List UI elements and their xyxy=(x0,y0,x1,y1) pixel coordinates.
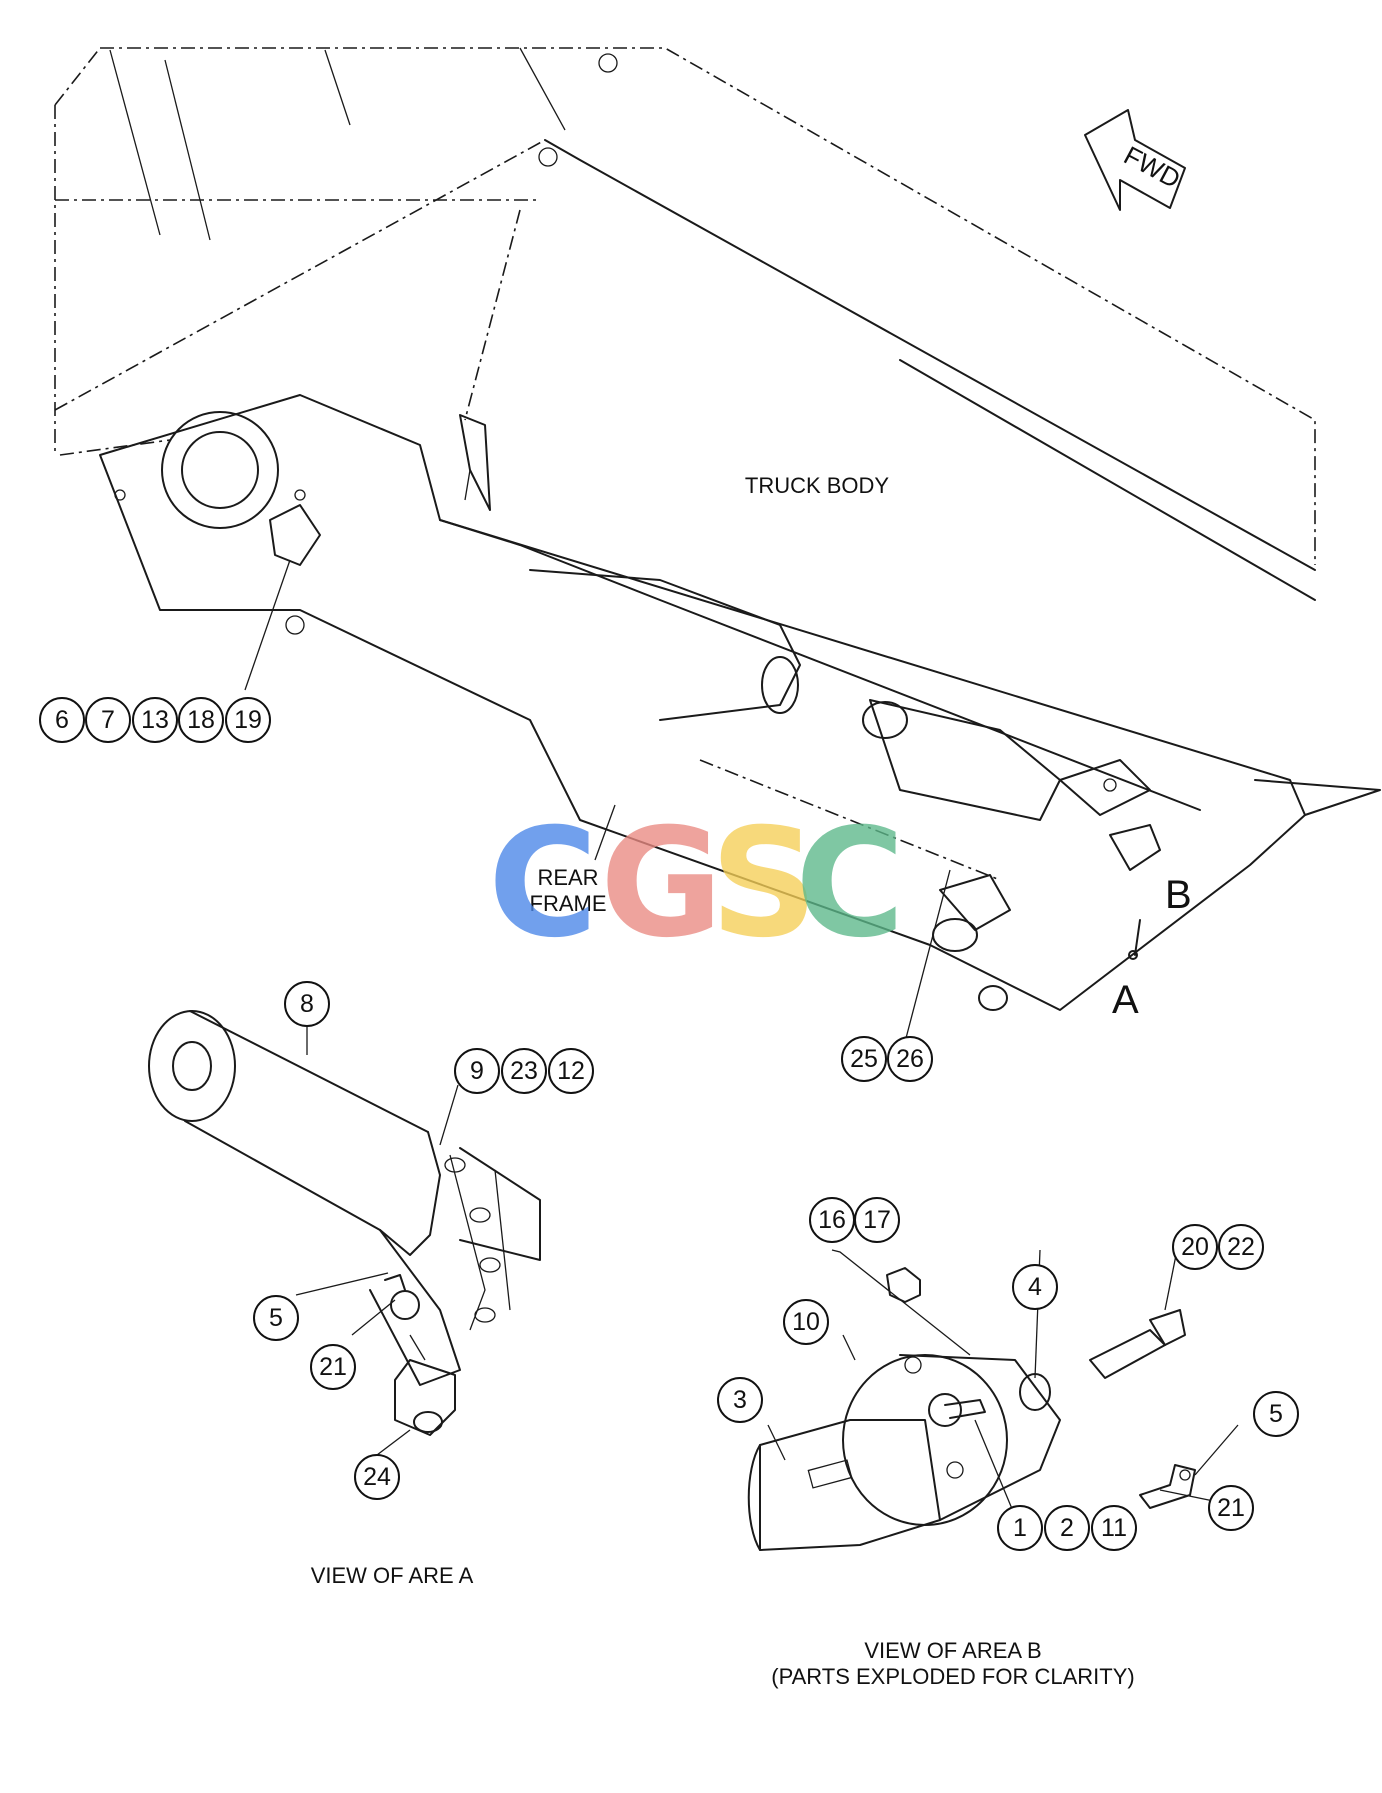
callout-7: 7 xyxy=(85,697,131,743)
svg-text:9: 9 xyxy=(470,1057,484,1085)
callout-9: 9 xyxy=(454,1048,500,1094)
watermark-letter: S xyxy=(710,797,818,971)
callout-23: 23 xyxy=(501,1048,547,1094)
svg-text:8: 8 xyxy=(300,990,314,1018)
area-a-label: A xyxy=(1112,978,1139,1022)
svg-text:11: 11 xyxy=(1101,1514,1127,1542)
watermark-letter: C xyxy=(795,797,905,971)
watermark-letter: C xyxy=(488,797,598,971)
callout-25: 25 xyxy=(841,1036,887,1082)
callout-5: 5 xyxy=(1253,1391,1299,1437)
callout-3: 3 xyxy=(717,1377,763,1423)
svg-text:22: 22 xyxy=(1227,1233,1255,1261)
callout-19: 19 xyxy=(225,697,271,743)
view-b-caption: VIEW OF AREA B xyxy=(864,1638,1041,1663)
callout-13: 13 xyxy=(132,697,178,743)
svg-text:1: 1 xyxy=(1013,1514,1027,1542)
callout-22: 22 xyxy=(1218,1224,1264,1270)
svg-text:3: 3 xyxy=(733,1386,747,1414)
svg-text:18: 18 xyxy=(187,706,215,734)
svg-text:10: 10 xyxy=(792,1308,820,1336)
view-a-caption: VIEW OF ARE A xyxy=(311,1563,474,1588)
callout-21: 21 xyxy=(310,1344,356,1390)
svg-text:24: 24 xyxy=(363,1463,391,1491)
callout-10: 10 xyxy=(783,1299,829,1345)
main-view-leaders xyxy=(244,559,951,1043)
callout-11: 11 xyxy=(1091,1505,1137,1551)
svg-text:25: 25 xyxy=(850,1045,878,1073)
area-a-drawing xyxy=(148,1010,541,1456)
callout-1: 1 xyxy=(997,1505,1043,1551)
callout-2: 2 xyxy=(1044,1505,1090,1551)
callout-5: 5 xyxy=(253,1295,299,1341)
svg-text:23: 23 xyxy=(510,1057,538,1085)
svg-text:4: 4 xyxy=(1028,1273,1042,1301)
callout-8: 8 xyxy=(284,981,330,1027)
callout-20: 20 xyxy=(1172,1224,1218,1270)
svg-text:20: 20 xyxy=(1181,1233,1209,1261)
svg-text:21: 21 xyxy=(1217,1494,1245,1522)
view-b-caption-note: (PARTS EXPLODED FOR CLARITY) xyxy=(771,1664,1134,1689)
svg-text:7: 7 xyxy=(101,706,115,734)
callout-12: 12 xyxy=(548,1048,594,1094)
svg-text:13: 13 xyxy=(141,706,169,734)
svg-text:6: 6 xyxy=(55,706,69,734)
svg-text:12: 12 xyxy=(557,1057,585,1085)
truck-body-label: TRUCK BODY xyxy=(745,473,890,498)
svg-text:17: 17 xyxy=(863,1206,891,1234)
svg-text:21: 21 xyxy=(319,1353,347,1381)
callout-17: 17 xyxy=(854,1197,900,1243)
truck-body-drawing xyxy=(54,47,1316,601)
callout-18: 18 xyxy=(178,697,224,743)
svg-text:5: 5 xyxy=(1269,1400,1283,1428)
svg-text:2: 2 xyxy=(1060,1514,1074,1542)
area-b-label: B xyxy=(1165,873,1192,917)
callout-16: 16 xyxy=(809,1197,855,1243)
svg-text:16: 16 xyxy=(818,1206,846,1234)
watermark-logo: C G S C xyxy=(488,797,905,971)
callout-24: 24 xyxy=(354,1454,400,1500)
watermark-letter: G xyxy=(600,797,723,971)
svg-text:19: 19 xyxy=(234,706,262,734)
callout-4: 4 xyxy=(1012,1264,1058,1310)
callout-6: 6 xyxy=(39,697,85,743)
svg-text:5: 5 xyxy=(269,1304,283,1332)
rear-frame-label: FRAME xyxy=(530,891,607,916)
callout-21: 21 xyxy=(1208,1485,1254,1531)
svg-text:26: 26 xyxy=(896,1045,924,1073)
fwd-arrow-icon: FWD xyxy=(1084,109,1186,211)
callout-26: 26 xyxy=(887,1036,933,1082)
rear-frame-label: REAR xyxy=(537,865,598,890)
rear-frame-drawing xyxy=(99,394,1381,1011)
area-b-drawing xyxy=(747,1244,1239,1551)
